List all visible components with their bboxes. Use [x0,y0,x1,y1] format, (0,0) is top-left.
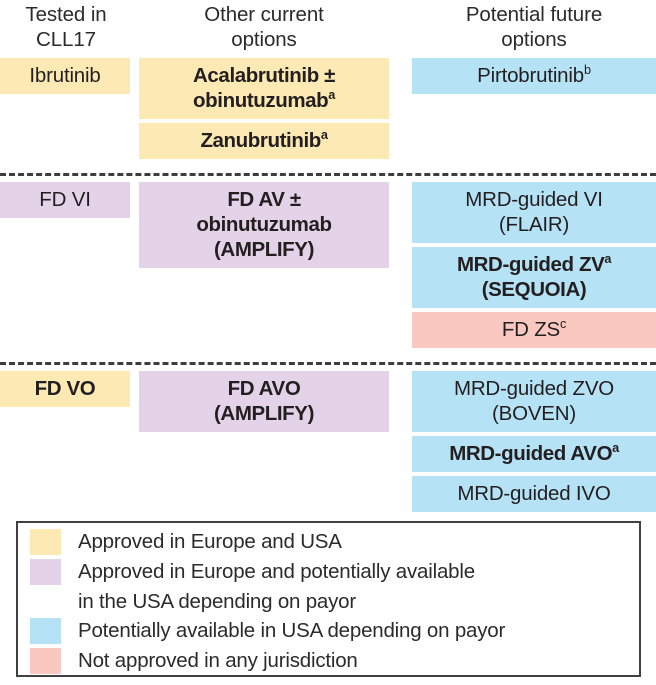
box-label-line-2: obinutuzumaba [143,88,385,113]
box-mrd-guided-avo: MRD-guided AVOa [412,436,656,472]
box-zanubrutinib: Zanubrutiniba [139,123,389,159]
box-fd-av-obinutuzumab-amplify: FD AV ± obinutuzumab (AMPLIFY) [139,182,389,268]
footnote-marker-a: a [604,251,612,267]
legend-swatch-pink [30,648,61,674]
column-header-line-1: Potential future [465,3,603,26]
row-fd-triplet-cell-tested: FD VO [0,371,130,407]
row-fd-triplet-cell-other-current: FD AVO (AMPLIFY) [139,371,389,432]
box-label-line-1: MRD-guided ZVO [453,377,615,400]
box-fd-vi: FD VI [0,182,130,218]
row-divider-1 [0,173,656,176]
box-label-line-2: (FLAIR) [498,213,570,236]
row-btki-cell-potential-future: Pirtobrutinibb [412,58,656,94]
legend-inner: Approved in Europe and USA Approved in E… [18,523,639,675]
column-header-line-2: options [501,28,567,51]
box-label-line-2: (SEQUOIA) [481,278,587,301]
row-fd-doublet-cell-other-current: FD AV ± obinutuzumab (AMPLIFY) [139,182,389,268]
legend-item-potentially-available-usa: Potentially available in USA depending o… [18,618,639,648]
box-label-line-2: (BOVEN) [491,402,577,425]
column-header-other-current-options: Other current options [139,2,389,52]
legend-swatch-blue [30,618,61,644]
box-label: FD ZS [501,318,561,341]
footnote-marker-a: a [328,87,335,103]
column-header-potential-future-options: Potential future options [412,2,656,52]
box-label: Pirtobrutinib [477,64,584,87]
column-header-line-2: options [231,28,297,51]
legend-label: Approved in Europe and USA [78,530,342,553]
box-label-line-1: MRD-guided ZVa [416,252,652,277]
box-label: FD VI [39,188,91,211]
box-label-line-2: (AMPLIFY) [213,402,315,425]
footnote-marker-c: c [560,316,567,332]
row-fd-triplet-cell-potential-future: MRD-guided ZVO (BOVEN) MRD-guided AVOa M… [412,371,656,512]
box-label: FD VO [34,377,96,400]
legend-label: Potentially available in USA depending o… [78,619,506,642]
box-mrd-guided-zv-sequoia: MRD-guided ZVa (SEQUOIA) [412,247,656,308]
row-divider-2 [0,362,656,365]
box-mrd-guided-zvo-boven: MRD-guided ZVO (BOVEN) [412,371,656,432]
column-header-line-1: Other current [204,3,324,26]
column-headers: Tested in CLL17 Other current options Po… [0,0,656,56]
legend-label: Approved in Europe and potentially avail… [78,560,475,583]
box-label-line-1: FD AVO [227,377,301,400]
legend-label-continued: in the USA depending on payor [78,590,356,613]
legend-item-not-approved: Not approved in any jurisdiction [18,648,639,678]
row-btki-cell-tested: Ibrutinib [0,58,130,94]
box-mrd-guided-ivo: MRD-guided IVO [412,476,656,512]
box-label-text: obinutuzumab [193,89,329,112]
column-header-line-1: Tested in [25,3,107,26]
column-header-line-2: CLL17 [36,28,96,51]
box-acalabrutinib-obinutuzumab: Acalabrutinib ± obinutuzumaba [139,58,389,119]
legend-item-approved-europe-potentially-usa: Approved in Europe and potentially avail… [18,559,639,619]
box-ibrutinib: Ibrutinib [0,58,130,94]
row-fd-doublet-cell-tested: FD VI [0,182,130,218]
footnote-marker-b: b [583,62,591,78]
box-label-text: MRD-guided ZV [456,253,605,276]
legend-swatch-yellow [30,529,61,555]
box-fd-vo: FD VO [0,371,130,407]
box-label-line-1: MRD-guided VI [465,188,603,211]
box-label-line-1: FD AV ± [227,188,301,211]
box-label-line-2: obinutuzumab [196,213,332,236]
box-label-line-3: (AMPLIFY) [213,238,315,261]
box-label: MRD-guided AVO [449,442,613,465]
column-header-tested-in-cll17: Tested in CLL17 [0,2,132,52]
row-fd-doublet-cell-potential-future: MRD-guided VI (FLAIR) MRD-guided ZVa (SE… [412,182,656,348]
legend-item-approved-europe-usa: Approved in Europe and USA [18,529,639,559]
box-label: Ibrutinib [29,64,101,87]
box-fd-avo-amplify: FD AVO (AMPLIFY) [139,371,389,432]
footnote-marker-a: a [612,440,619,456]
box-fd-zs: FD ZSc [412,312,656,348]
legend-swatch-purple [30,559,61,585]
box-label: MRD-guided IVO [457,482,611,505]
box-pirtobrutinib: Pirtobrutinibb [412,58,656,94]
box-label-line-1: Acalabrutinib ± [193,64,335,87]
legend-label: Not approved in any jurisdiction [78,649,358,672]
box-mrd-guided-vi-flair: MRD-guided VI (FLAIR) [412,182,656,243]
row-btki-cell-other-current: Acalabrutinib ± obinutuzumaba Zanubrutin… [139,58,389,159]
footnote-marker-a: a [320,127,328,143]
box-label: Zanubrutinib [200,129,321,152]
legend: Approved in Europe and USA Approved in E… [16,521,641,677]
